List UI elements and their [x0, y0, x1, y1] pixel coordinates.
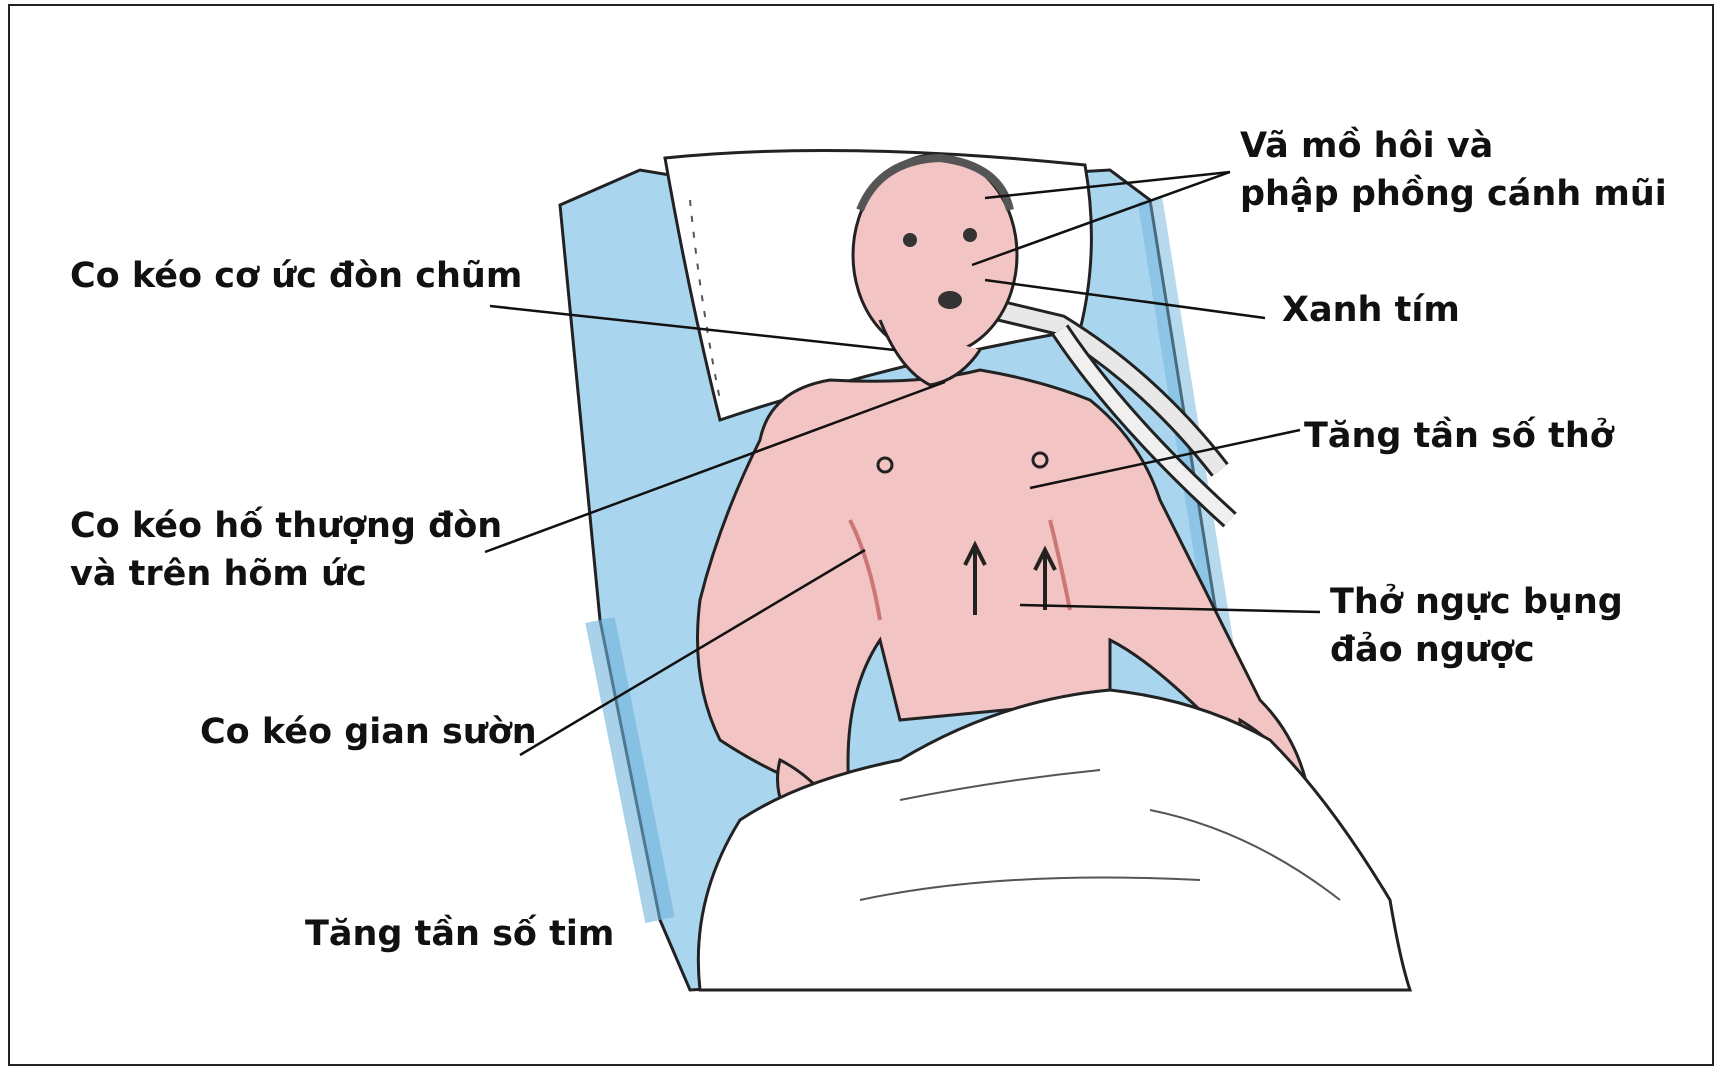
- label-paradoxical-line1: Thở ngực bụng: [1330, 578, 1623, 626]
- label-tachypnea: Tăng tần số thở: [1304, 412, 1614, 460]
- label-sweating-line2: phập phồng cánh mũi: [1240, 170, 1667, 218]
- label-supraclavicular-line2: và trên hõm ức: [70, 550, 502, 598]
- label-paradoxical-line2: đảo ngược: [1330, 626, 1623, 674]
- label-tachycardia: Tăng tần số tim: [305, 910, 614, 958]
- label-intercostal-retraction: Co kéo gian sườn: [200, 708, 537, 756]
- label-sweating-nasal-flaring: Vã mồ hôi và phập phồng cánh mũi: [1240, 122, 1667, 218]
- label-scm-retraction: Co kéo cơ ức đòn chũm: [70, 252, 522, 300]
- label-paradoxical-breathing: Thở ngực bụng đảo ngược: [1330, 578, 1623, 674]
- label-supraclavicular-line1: Co kéo hố thượng đòn: [70, 502, 502, 550]
- label-supraclavicular-retraction: Co kéo hố thượng đòn và trên hõm ức: [70, 502, 502, 598]
- label-cyanosis: Xanh tím: [1282, 286, 1460, 334]
- label-sweating-line1: Vã mồ hôi và: [1240, 122, 1667, 170]
